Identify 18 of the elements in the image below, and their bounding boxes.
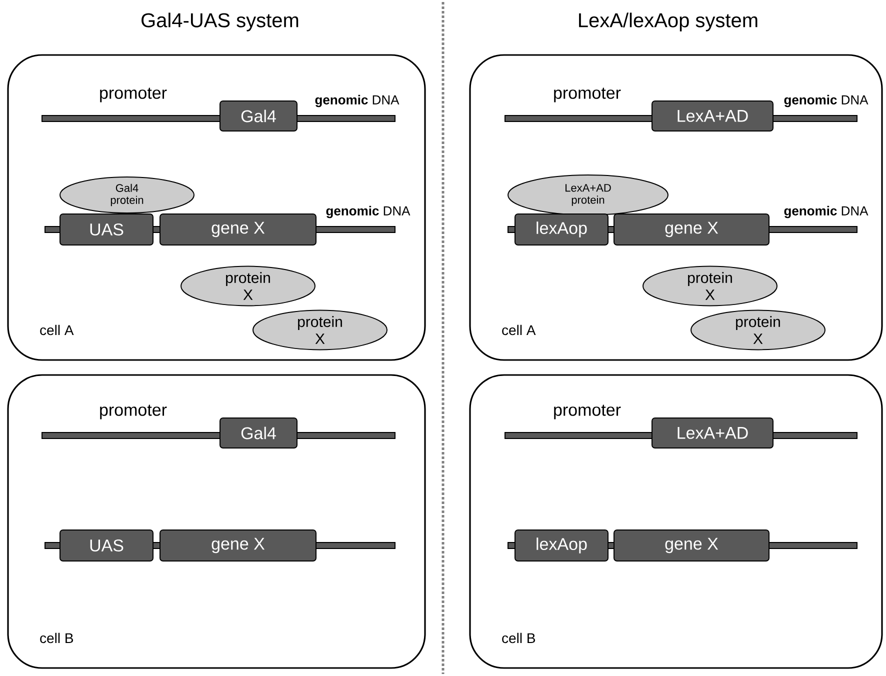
gene-box: Gal4 — [220, 418, 298, 448]
gene-box: lexAop — [514, 214, 608, 246]
heading: LexA/lexAop system — [579, 12, 758, 32]
dna-label: genomic DNA — [326, 206, 410, 218]
dna-label: genomic DNA — [784, 94, 868, 108]
promoter-label: promoter — [554, 404, 621, 420]
dna-label: genomic DNA — [784, 206, 868, 218]
promoter-label: promoter — [100, 404, 167, 420]
gene-box: LexA+AD — [652, 100, 774, 132]
gene-box: UAS — [60, 530, 154, 562]
gene-box: UAS — [60, 214, 154, 246]
gene-box: lexAop — [514, 530, 608, 562]
gene-box: LexA+AD — [652, 418, 774, 448]
promoter-label: promoter — [100, 88, 167, 102]
gene-box: Gal4 — [220, 100, 298, 132]
promoter-label: promoter — [554, 88, 621, 102]
dna-label: genomic DNA — [315, 94, 400, 108]
heading: Gal4-UAS system — [142, 12, 298, 32]
